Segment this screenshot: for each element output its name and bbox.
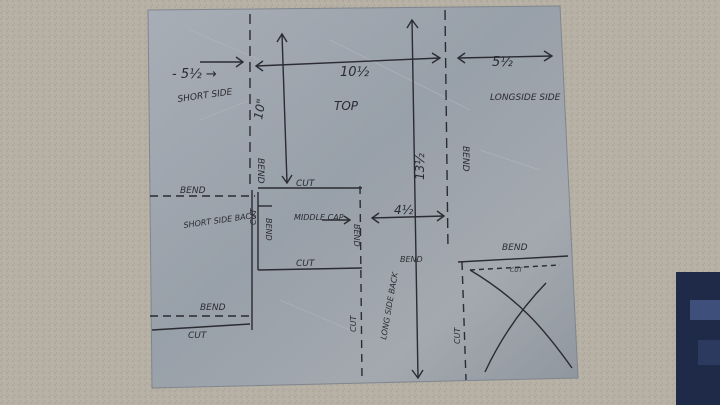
dark-object-patch-2 <box>698 340 720 365</box>
label-bend-vertical-left: BEND <box>255 158 265 184</box>
label-bend-right-flap: BEND <box>502 243 528 253</box>
label-bend-center: BEND <box>400 255 423 264</box>
dim-center-height: 13½ <box>413 153 427 180</box>
label-cut-bottom-left: CUT <box>188 331 208 341</box>
sheet-metal <box>147 5 579 389</box>
label-cut-top: CUT <box>296 179 316 189</box>
label-middle-cap: MIDDLE CAP <box>294 213 344 222</box>
dim-cap-width: 4½ <box>394 203 414 217</box>
dim-short-side: - 5½ → <box>172 67 217 82</box>
annotations: - 5½ → 10½ 5½ 10" 13½ 4½ SHORT SIDE TOP … <box>172 55 561 344</box>
label-cut-bottom-middle: CUT <box>296 259 316 269</box>
dim-top-height: 10" <box>251 98 268 121</box>
label-cut-vertical-right: CUT <box>453 327 462 344</box>
label-long-side: LONGSIDE SIDE <box>490 93 561 103</box>
label-bend-row-left: BEND <box>180 186 206 196</box>
label-top: TOP <box>334 99 359 113</box>
dim-long-side: 5½ <box>492 55 513 70</box>
dark-object-patch <box>690 300 720 320</box>
label-cut-right-flap: CUT <box>510 267 524 274</box>
dark-object <box>676 272 720 405</box>
label-bend-small-right: BEND <box>352 224 361 247</box>
marker-lines <box>150 9 573 381</box>
label-bend-bottom-left: BEND <box>200 303 226 313</box>
label-bend-vertical-right: BEND <box>460 146 470 172</box>
label-bend-small-left: BEND <box>264 218 273 241</box>
dim-top-width: 10½ <box>340 65 370 80</box>
label-cut-vertical-left: CUT <box>249 208 258 225</box>
label-cut-vertical-center: CUT <box>349 315 358 332</box>
